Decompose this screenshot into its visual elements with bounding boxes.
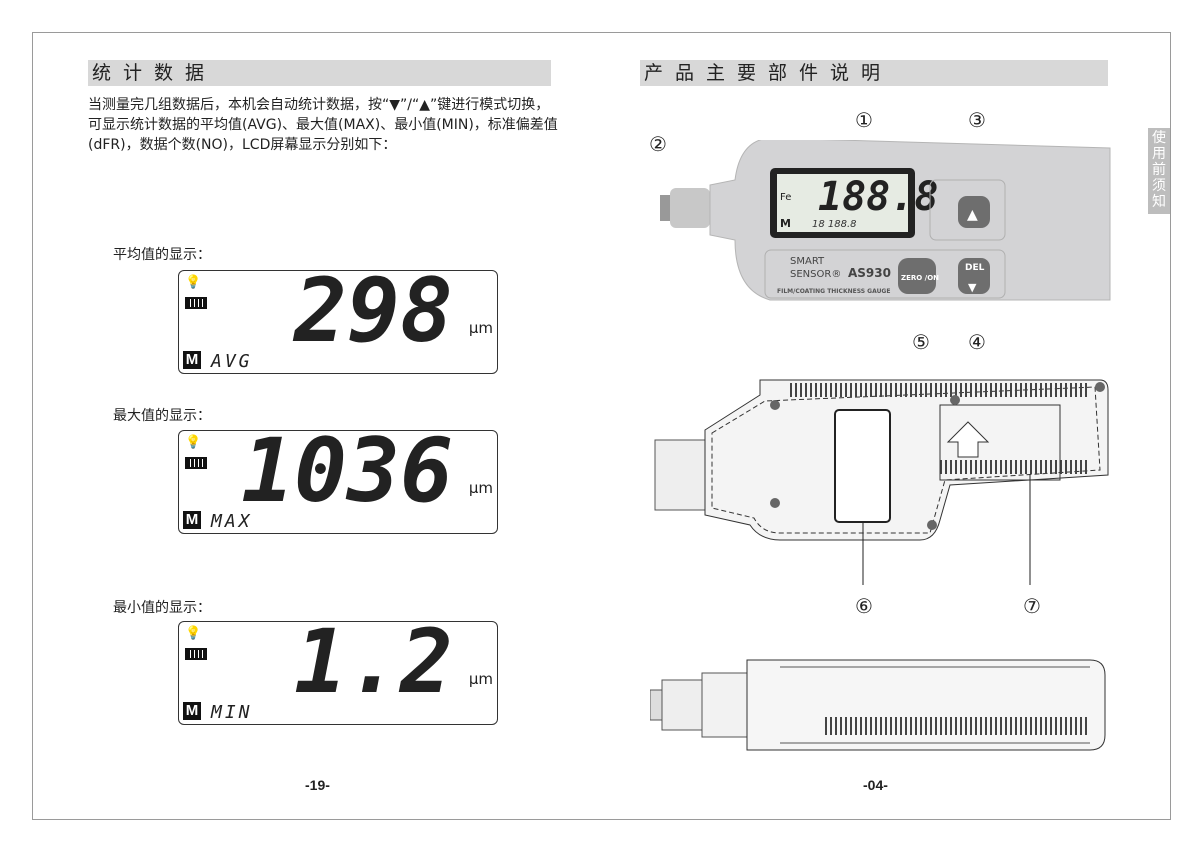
zero-on-label: ZERO /ON bbox=[901, 274, 939, 282]
lcd-unit: μm bbox=[468, 670, 493, 688]
up-arrow-icon: ▲ bbox=[967, 207, 978, 223]
lcd-min: 💡 M 1.2 μm MIN bbox=[178, 610, 498, 725]
min-label: 最小值的显示： bbox=[113, 600, 211, 616]
avg-label: 平均值的显示： bbox=[113, 247, 211, 263]
side-tab[interactable]: 使用前须知 bbox=[1148, 128, 1170, 214]
battery-cover bbox=[939, 404, 1061, 481]
warning-label bbox=[834, 409, 891, 523]
fe-indicator: Fe bbox=[780, 192, 791, 203]
up-button[interactable] bbox=[958, 196, 990, 228]
device-front-illustration: 188.8 Fe M 18 188.8 ▲ DEL ▼ ZERO /ON SMA… bbox=[660, 140, 1111, 301]
lcd-max: 💡 M 1036 μm MAX bbox=[178, 419, 498, 534]
max-label: 最大值的显示： bbox=[113, 408, 211, 424]
lcd-mode: MIN bbox=[211, 702, 253, 723]
del-down-button[interactable] bbox=[958, 258, 990, 294]
page-frame bbox=[32, 32, 1171, 820]
lcd-sub-reading: 18 188.8 bbox=[812, 219, 857, 230]
callout-4: ④ bbox=[968, 330, 986, 354]
lcd-main-reading: 188.8 bbox=[818, 174, 938, 220]
model-name: AS930 bbox=[848, 266, 891, 280]
backlight-icon: 💡 bbox=[185, 626, 202, 641]
brand-line2: SENSOR® bbox=[790, 269, 841, 280]
down-arrow-icon: ▼ bbox=[968, 281, 977, 294]
section-title-statistics: 统计数据 bbox=[88, 60, 551, 86]
device-back-illustration bbox=[654, 379, 1109, 585]
brand-line1: SMART bbox=[790, 256, 825, 267]
del-label: DEL bbox=[965, 263, 985, 273]
lcd-value: 1.2 bbox=[294, 610, 453, 713]
battery-icon bbox=[185, 457, 207, 469]
lcd-value: 1036 bbox=[241, 419, 453, 522]
m-indicator: M bbox=[780, 217, 791, 230]
probe-tip bbox=[660, 195, 670, 221]
page-number-left: -19- bbox=[305, 777, 330, 793]
zero-on-button[interactable] bbox=[898, 258, 936, 294]
lcd-avg: 💡 M 298 μm AVG bbox=[178, 259, 498, 374]
lcd-value: 298 bbox=[294, 259, 453, 362]
page-number-right: -04- bbox=[863, 777, 888, 793]
callout-6: ⑥ bbox=[855, 594, 873, 618]
lcd-mode: MAX bbox=[211, 511, 253, 532]
callout-2: ② bbox=[649, 132, 667, 156]
lcd-unit: μm bbox=[468, 479, 493, 497]
probe-collar bbox=[670, 188, 710, 228]
section-title-components: 产品主要部件说明 bbox=[640, 60, 1108, 86]
memory-indicator: M bbox=[183, 511, 201, 529]
device-side-illustration bbox=[650, 659, 1106, 751]
lcd-mode: AVG bbox=[211, 351, 253, 372]
backlight-icon: 💡 bbox=[185, 275, 202, 290]
callout-1: ① bbox=[855, 108, 873, 132]
memory-indicator: M bbox=[183, 702, 201, 720]
lcd-unit: μm bbox=[468, 319, 493, 337]
battery-icon bbox=[185, 648, 207, 660]
callout-7: ⑦ bbox=[1023, 594, 1041, 618]
callout-3: ③ bbox=[968, 108, 986, 132]
battery-icon bbox=[185, 297, 207, 309]
callout-5: ⑤ bbox=[912, 330, 930, 354]
backlight-icon: 💡 bbox=[185, 435, 202, 450]
memory-indicator: M bbox=[183, 351, 201, 369]
statistics-paragraph: 当测量完几组数据后，本机会自动统计数据，按“▼”/“▲”键进行模式切换，可显示统… bbox=[88, 97, 558, 153]
device-subtitle: FILM/COATING THICKNESS GAUGE bbox=[777, 288, 890, 295]
